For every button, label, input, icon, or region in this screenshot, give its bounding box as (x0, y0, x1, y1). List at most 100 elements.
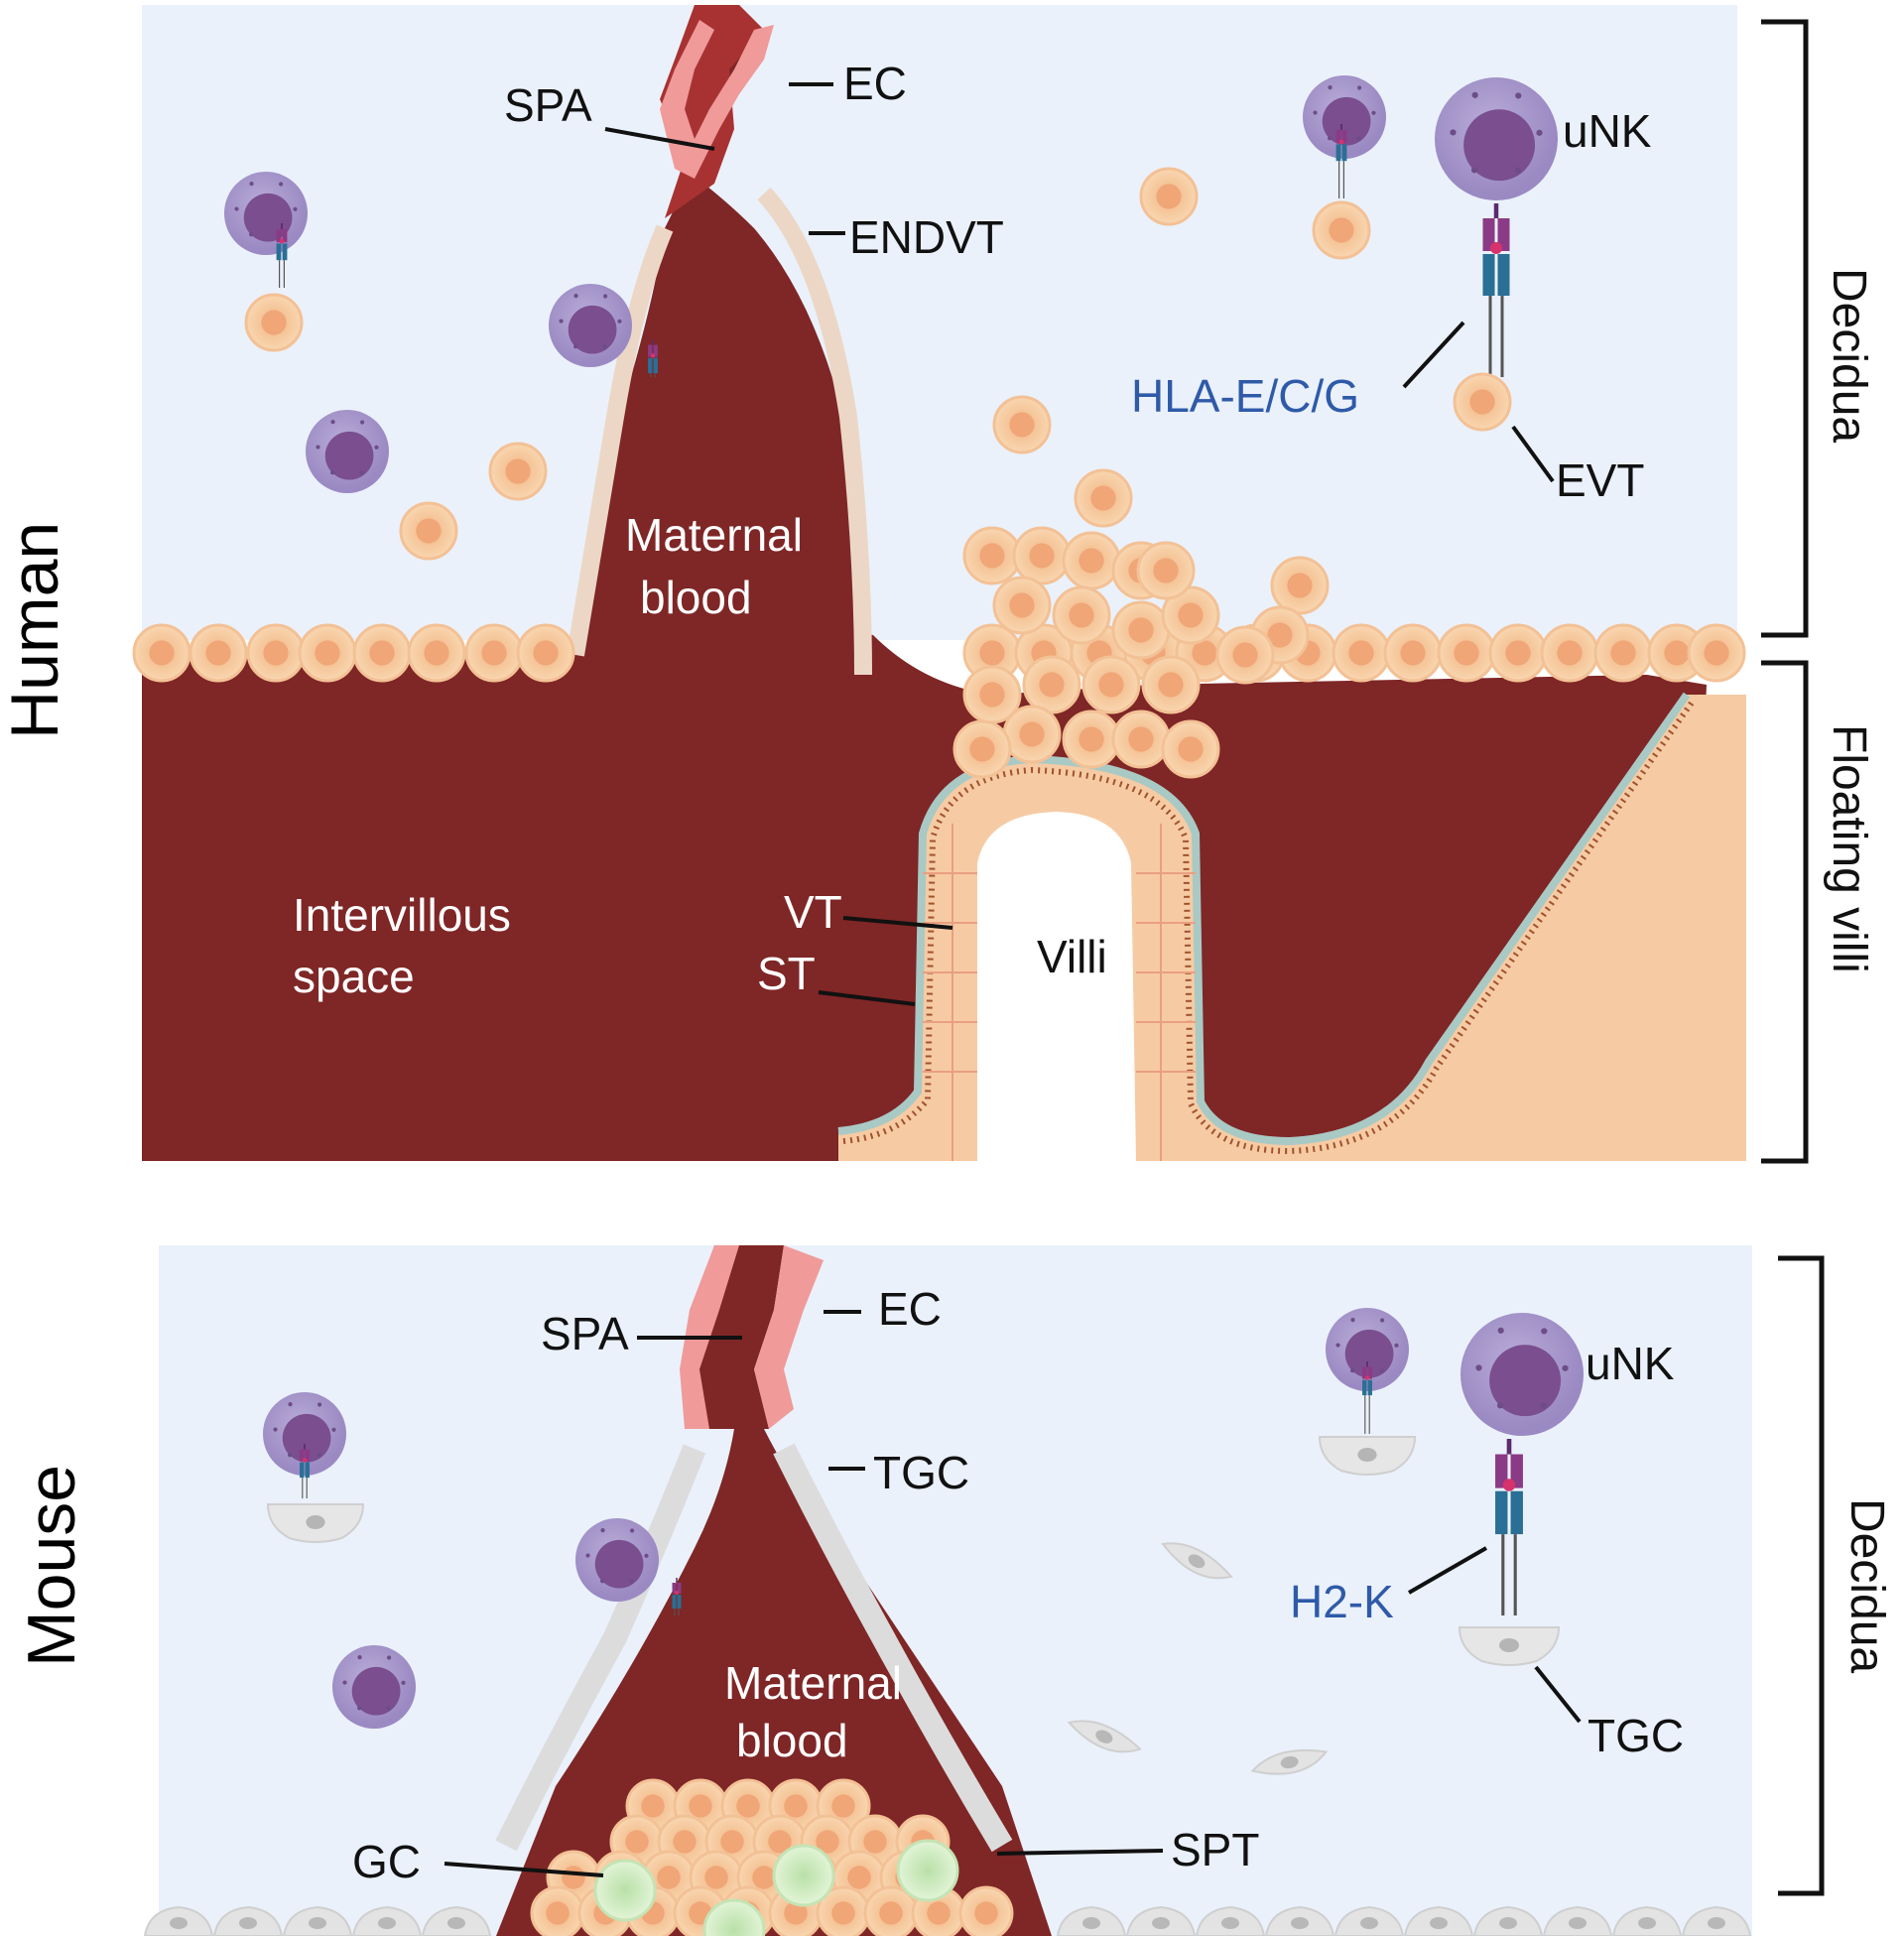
evt-cell (244, 293, 304, 352)
evt-cell (625, 1778, 681, 1834)
decidual-cell (143, 1905, 214, 1936)
evt-cell (1383, 623, 1443, 683)
mouse-bracket-decidua-label: Decidua (1841, 1498, 1893, 1673)
evt-cell (132, 623, 191, 683)
decidual-cell (282, 1905, 353, 1936)
mouse-label-spa: SPA (541, 1308, 629, 1359)
human-villus-core (977, 812, 1136, 1161)
human-label-intervillous-1: Intervillous (293, 889, 511, 941)
decidual-cell (1542, 1905, 1613, 1936)
mouse-panel: SPA EC TGC uNK H2-K TGC Maternal blood G… (14, 1245, 1893, 1936)
evt-cell (1012, 526, 1072, 585)
evt-cell (516, 623, 575, 683)
human-label-villi: Villi (1037, 931, 1107, 982)
mouse-label-tgc: TGC (873, 1447, 969, 1498)
evt-cell (1437, 623, 1496, 683)
evt-cell (189, 623, 248, 683)
evt-cell (992, 576, 1052, 635)
evt-cell (1139, 167, 1199, 226)
evt-cell (1161, 585, 1220, 645)
human-ec-cells (660, 20, 774, 179)
receptor (1495, 1439, 1523, 1615)
decidual-cell (1195, 1905, 1266, 1936)
tgc-cell (1318, 1436, 1417, 1476)
evt-cell (1002, 705, 1062, 764)
receptor (672, 1578, 682, 1615)
evt-cell (1270, 556, 1330, 615)
unk-cell (1326, 1308, 1409, 1391)
mouse-leader-tgc2 (1534, 1665, 1582, 1724)
human-label-ec: EC (843, 58, 907, 109)
evt-cell (488, 442, 548, 501)
evt-cell (1215, 625, 1275, 685)
unk-cell (1435, 77, 1558, 200)
human-bracket-villi (1761, 660, 1809, 1164)
evt-cell (1074, 468, 1133, 528)
human-label-spa: SPA (504, 79, 592, 131)
mouse-bracket-decidua (1778, 1255, 1825, 1896)
evt-cell (407, 623, 466, 683)
human-bracket-villi-label: Floating villi (1823, 724, 1875, 973)
evt-cell (1136, 541, 1196, 600)
human-decidua-cells (224, 75, 1558, 561)
human-bracket-decidua-label: Decidua (1823, 268, 1875, 443)
unk-cell (1303, 75, 1386, 159)
evt-cell (952, 719, 1012, 779)
human-label-hla: HLA-E/C/G (1131, 370, 1359, 422)
unk-cell (224, 172, 308, 255)
decidual-cell (1333, 1905, 1405, 1936)
human-label-evt: EVT (1556, 454, 1644, 506)
evt-cell (1488, 623, 1548, 683)
receptor (300, 1444, 310, 1498)
human-label-endvt: ENDVT (849, 211, 1004, 263)
decidual-cell (1681, 1905, 1752, 1936)
evt-cell (1141, 655, 1201, 714)
species-human: Human (0, 522, 72, 739)
human-leader-spa (604, 127, 715, 151)
decidual-cell (1611, 1905, 1683, 1936)
human-leader-evt (1511, 425, 1555, 483)
receptor (648, 339, 658, 377)
evt-cell (1062, 710, 1121, 769)
human-leader-st (818, 990, 916, 1006)
evt-cell (1312, 200, 1371, 260)
human-label-intervillous-2: space (293, 951, 415, 1002)
decidual-cell (1472, 1905, 1544, 1936)
tgc-cell (1458, 1626, 1561, 1666)
evt-cell (246, 623, 306, 683)
human-endvt-lining (567, 187, 872, 676)
mouse-leader-h2k (1408, 1546, 1487, 1595)
mouse-label-maternal-2: blood (736, 1715, 848, 1766)
human-label-vt: VT (784, 886, 842, 938)
evt-cell (1161, 719, 1220, 779)
unk-cell (263, 1392, 346, 1476)
receptor (1362, 1361, 1372, 1434)
evt-cell (962, 623, 1022, 683)
decidual-cell (1403, 1905, 1474, 1936)
tgc-cell (266, 1503, 365, 1543)
decidual-cell (212, 1905, 284, 1936)
human-syncytio-border (837, 692, 1691, 1146)
evt-cell (1687, 623, 1746, 683)
mouse-decidua-cells (263, 1308, 1584, 1775)
evt-cell (1647, 623, 1707, 683)
human-label-maternal-1: Maternal (625, 509, 803, 561)
evt-cell (816, 1885, 871, 1936)
evt-cell (958, 1885, 1014, 1936)
human-label-st: ST (757, 948, 816, 999)
evt-cell (992, 395, 1052, 454)
mouse-decidual-row (143, 1905, 1752, 1936)
human-spa-vessel (575, 5, 863, 675)
stromal-cell (1067, 1720, 1142, 1753)
decidual-cell (1125, 1905, 1197, 1936)
stromal-cell (1250, 1748, 1329, 1775)
evt-cell (530, 1885, 585, 1936)
decidual-cell (1264, 1905, 1335, 1936)
evt-cell (1062, 531, 1121, 590)
mouse-label-unk: uNK (1586, 1338, 1675, 1389)
evt-cell (1332, 623, 1391, 683)
mouse-label-ec: EC (878, 1283, 942, 1335)
evt-cell (1111, 710, 1171, 769)
mouse-label-spt: SPT (1171, 1824, 1259, 1875)
